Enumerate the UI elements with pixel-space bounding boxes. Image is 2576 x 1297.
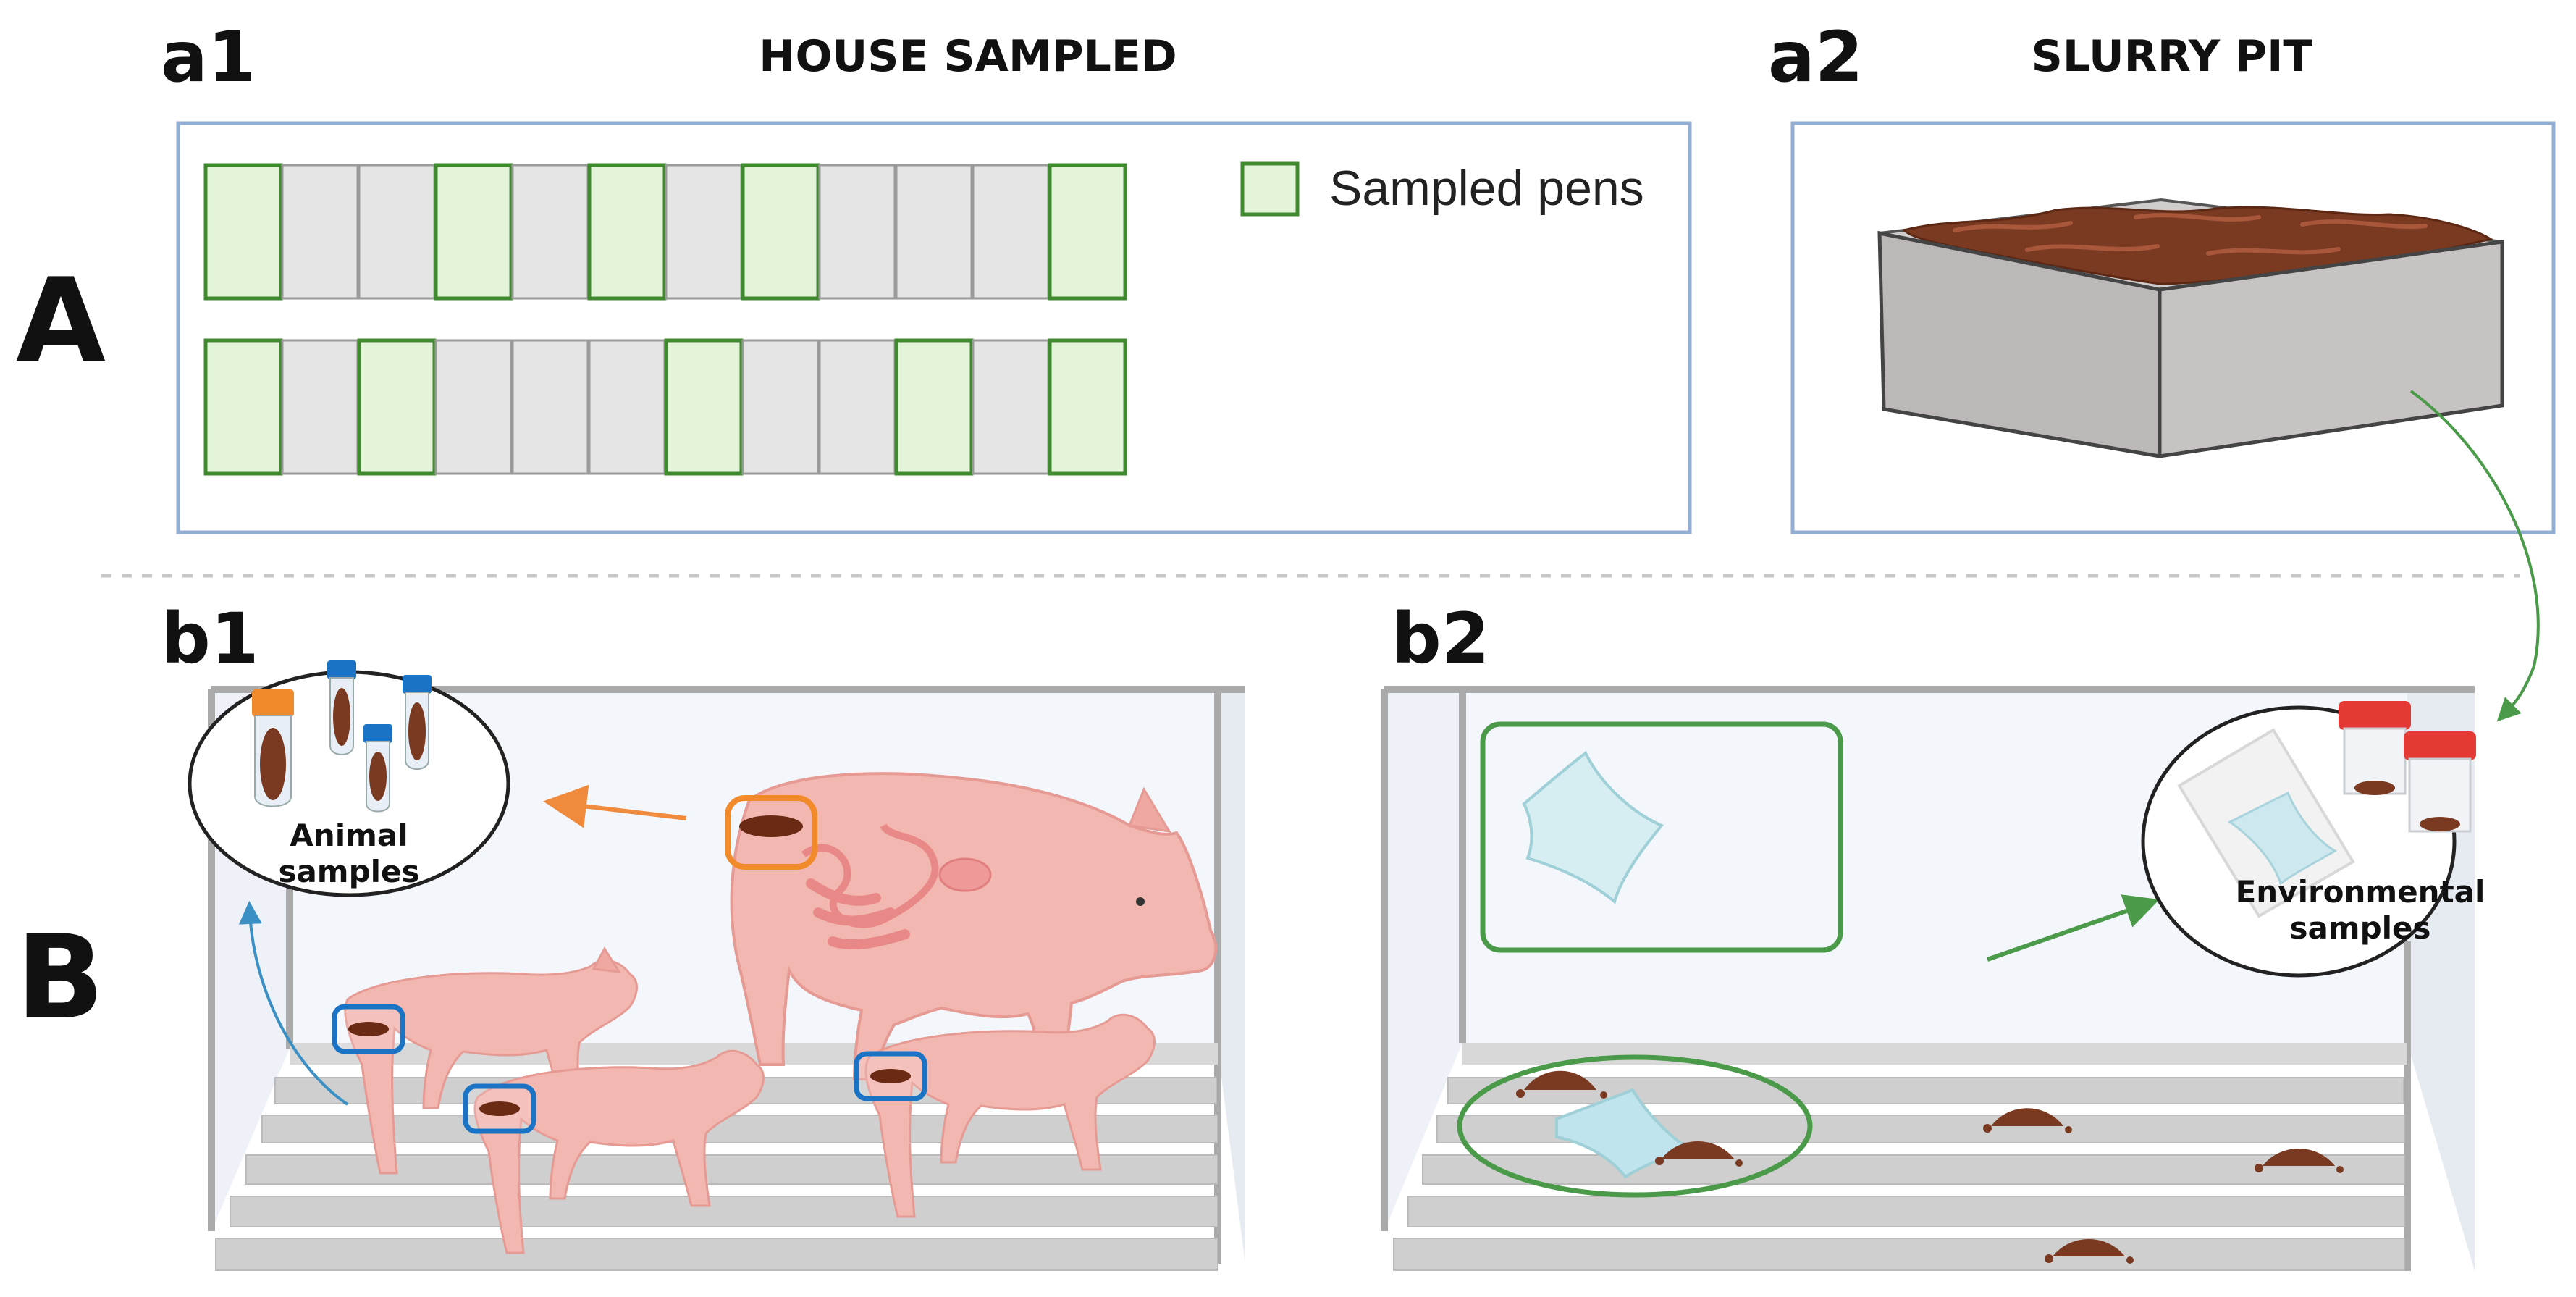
piglet-2 (463, 1049, 765, 1254)
pen-row1-12-sampled (1048, 163, 1127, 301)
pen-row1-8-sampled (741, 163, 820, 301)
legend-label: Sampled pens (1329, 161, 1644, 216)
env-label-line2: samples (2289, 910, 2430, 946)
pen-row2-1-sampled (203, 338, 283, 476)
pen-row2-5-unsampled (511, 339, 589, 475)
sample-pot-2 (2404, 731, 2476, 833)
piglet-to-animal-arrow (238, 901, 349, 1106)
panel-label-b1: b1 (161, 598, 259, 679)
pen-row-2 (203, 338, 1127, 476)
sow-to-animal-arrow (543, 784, 687, 828)
pen-row2-10-sampled (894, 338, 974, 476)
legend: Sampled pens (1240, 161, 1644, 217)
slurry-pit-title: SLURRY PIT (2032, 31, 2313, 82)
piglet-1 (332, 946, 638, 1175)
animal-samples-bubble: Animal samples (188, 660, 510, 897)
wall-swab-cloth (1522, 750, 1664, 904)
pen-row2-4-unsampled (434, 339, 513, 475)
pen-row2-7-sampled (664, 338, 744, 476)
tube-blue-3 (363, 724, 392, 813)
pen-row-1 (203, 163, 1127, 301)
panel-label-a1: a1 (161, 17, 256, 98)
pen-row1-9-unsampled (818, 164, 896, 300)
pen-row1-3-unsampled (358, 164, 436, 300)
animal-label-line1: Animal (290, 818, 408, 853)
pen-row2-9-unsampled (818, 339, 896, 475)
pen-row2-3-sampled (357, 338, 437, 476)
manure-piles (1516, 1070, 2344, 1264)
sample-bag (2177, 728, 2355, 918)
panel-label-A: A (16, 253, 106, 388)
pen-row2-8-unsampled (741, 339, 820, 475)
sow-gut-highlight (725, 795, 817, 870)
pen-row1-4-sampled (434, 163, 513, 301)
pen-row1-7-unsampled (665, 164, 743, 300)
slurry-pit-illustration (1877, 198, 2504, 458)
pen-row2-12-sampled (1048, 338, 1127, 476)
pen-row1-5-unsampled (511, 164, 589, 300)
house-sampled-title: HOUSE SAMPLED (759, 31, 1177, 82)
sample-pot-1 (2339, 701, 2411, 795)
legend-swatch (1240, 161, 1300, 217)
pen-row1-2-unsampled (281, 164, 359, 300)
tube-orange (252, 689, 294, 807)
floor-sample-highlight (1457, 1054, 1813, 1198)
pen-row1-6-sampled (587, 163, 667, 301)
panel-label-a2: a2 (1768, 17, 1864, 98)
tube-blue-2 (403, 675, 432, 770)
panel-label-b2: b2 (1392, 598, 1490, 679)
tube-blue-1 (327, 660, 356, 755)
pen-row2-6-unsampled (588, 339, 666, 475)
panel-label-B: B (16, 910, 104, 1045)
pen-row2-11-unsampled (972, 339, 1050, 475)
pen-row1-1-sampled (203, 163, 283, 301)
animal-label-line2: samples (278, 854, 419, 889)
env-label-line1: Environmental (2236, 874, 2485, 910)
pit-to-env-arrow (2409, 390, 2540, 722)
pen-row1-10-unsampled (895, 164, 973, 300)
wall-sample-highlight (1480, 721, 1843, 953)
pen-to-env-arrow (1987, 894, 2160, 962)
pen-row1-11-unsampled (972, 164, 1050, 300)
piglet-3 (854, 1013, 1156, 1218)
pen-row2-2-unsampled (281, 339, 359, 475)
environmental-samples-bubble: Environmental samples (2141, 701, 2485, 978)
